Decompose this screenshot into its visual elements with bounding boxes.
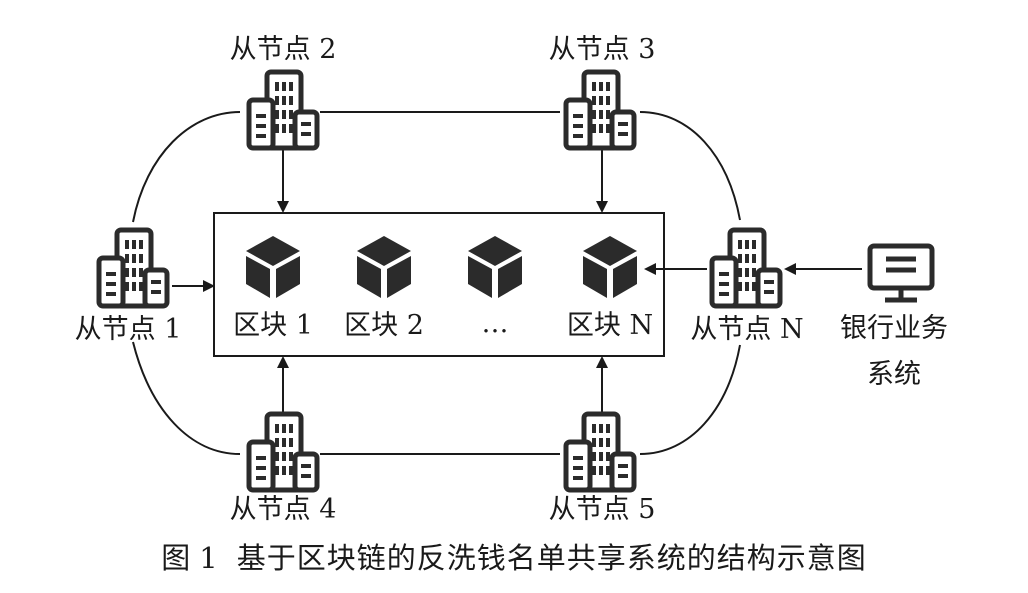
ring-connections (132, 111, 741, 455)
building-icon (249, 72, 317, 148)
node3-label: 从节点 3 (548, 34, 656, 65)
caption-title: 基于区块链的反洗钱名单共享系统的结构示意图 (236, 541, 867, 575)
building-icon (566, 414, 634, 490)
building-icon (712, 230, 780, 306)
node2-label: 从节点 2 (229, 34, 337, 65)
node4-label: 从节点 4 (229, 494, 337, 525)
nodeN-label: 从节点 N (690, 314, 804, 345)
building-icon (99, 230, 167, 306)
building-icon (566, 72, 634, 148)
block-label: 区块 N (566, 310, 654, 341)
bank-system-line2: 系统 (867, 359, 921, 390)
cube-icon (583, 236, 637, 298)
node1-label: 从节点 1 (74, 314, 182, 345)
bank-system-line1: 银行业务 (840, 313, 948, 344)
link-node3-nodeN (639, 111, 741, 221)
cube-icon (357, 236, 411, 298)
building-icon (249, 414, 317, 490)
node5-label: 从节点 5 (548, 494, 656, 525)
cube-icon (468, 236, 522, 298)
caption-figure: 图 (161, 541, 192, 575)
caption-number: 1 (199, 541, 219, 575)
monitor-icon (867, 243, 935, 303)
link-node5-nodeN (639, 344, 741, 455)
arrows (172, 143, 862, 418)
link-node1-node4 (132, 341, 241, 455)
link-node1-node2 (132, 111, 241, 223)
cube-icon (246, 236, 300, 298)
ellipsis-label: … (481, 308, 509, 339)
block-label: 区块 2 (344, 310, 424, 341)
blockchain-box (213, 212, 665, 357)
block-label: 区块 1 (233, 310, 313, 341)
bank-system-label: 银行业务 系统 (840, 306, 948, 398)
